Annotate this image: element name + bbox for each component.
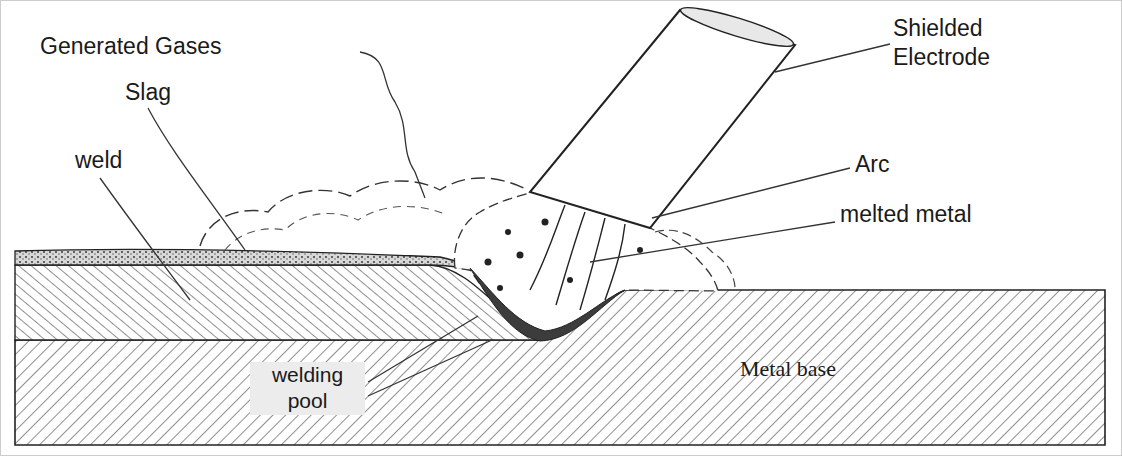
part-label: weld <box>75 146 165 175</box>
weld-bead <box>15 265 540 340</box>
leader-line <box>148 108 245 250</box>
gas-outline <box>200 178 528 246</box>
droplet <box>637 247 643 253</box>
arc-streak <box>556 212 585 305</box>
leader-line <box>360 52 425 198</box>
part-label: Slag <box>125 78 215 107</box>
part-label: welding pool <box>250 362 365 415</box>
arc-streak <box>580 218 605 310</box>
leader-line <box>368 316 478 382</box>
droplet <box>567 277 573 283</box>
part-label: Metal base <box>740 355 940 383</box>
electrode-end <box>678 1 796 53</box>
droplet <box>485 259 492 266</box>
droplet <box>497 285 503 291</box>
part-label: Arc <box>855 150 945 179</box>
gas-outline-inner <box>225 206 445 250</box>
leader-line <box>368 340 492 396</box>
droplet <box>505 229 511 235</box>
part-label: melted metal <box>840 200 1040 229</box>
arc-streak <box>605 224 625 300</box>
shielded-electrode <box>530 10 795 228</box>
part-label: Generated Gases <box>40 32 370 61</box>
weld-fill <box>15 265 540 340</box>
part-label: Shielded Electrode <box>893 14 1043 72</box>
leader-line <box>100 178 190 300</box>
leader-line <box>652 168 850 218</box>
arc-streak <box>530 205 565 290</box>
slag-layer <box>15 249 476 272</box>
droplet <box>517 252 524 259</box>
leader-line <box>775 44 890 72</box>
droplet <box>542 219 549 226</box>
welding-pool <box>470 268 625 341</box>
gas-outline-right <box>655 230 735 292</box>
leader-line <box>590 222 835 262</box>
